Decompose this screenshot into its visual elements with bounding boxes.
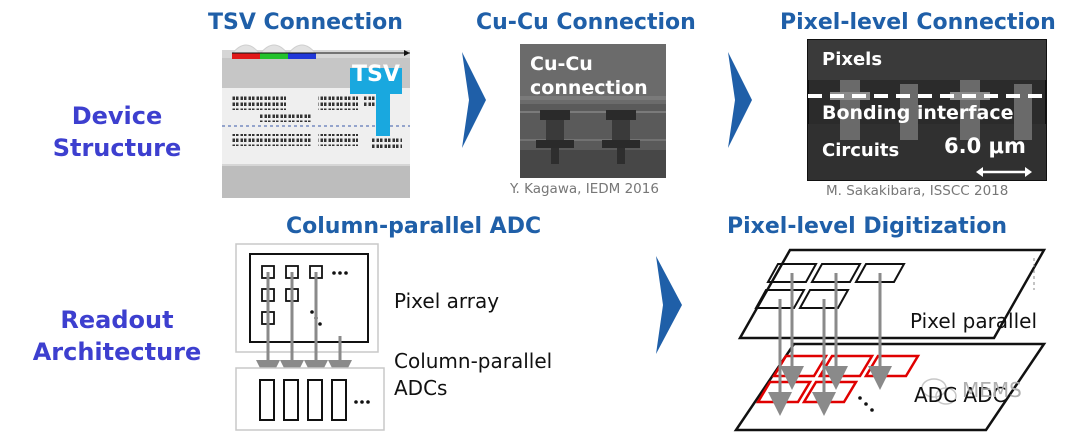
scale-bar-label: 6.0 μm <box>944 134 1026 158</box>
row-label-readout-architecture: Readout Architecture <box>32 306 202 366</box>
flow-arrow-2 <box>728 52 752 148</box>
wechat-watermark-icon <box>921 378 957 405</box>
flow-arrow-1 <box>462 52 486 148</box>
row-label-device-structure: Device Structure <box>52 102 182 162</box>
adc-adc-label: ADC ADC <box>914 383 1007 407</box>
cucu-connection-title: Cu-Cu Connection <box>476 10 696 35</box>
pixel-digitization-diagram <box>733 248 1047 432</box>
pixel-array-label: Pixel array <box>394 289 500 313</box>
cucu-photo-label: Cu-Cu connection <box>530 53 648 99</box>
bonding-interface-label: Bonding interface <box>822 102 1014 124</box>
column-parallel-adcs-label: Column-parallel ADCs <box>394 349 553 400</box>
flow-arrow-3 <box>656 256 682 354</box>
tsv-label: TSV <box>352 62 400 87</box>
pixel-parallel-label: Pixel parallel <box>910 309 1038 333</box>
pixel-level-connection-title: Pixel-level Connection <box>780 10 1056 35</box>
tsv-connection-title: TSV Connection <box>208 10 403 35</box>
column-parallel-adc-title: Column-parallel ADC <box>286 214 542 239</box>
tsv-cross-section <box>222 44 410 198</box>
pixel-level-citation: M. Sakakibara, ISSCC 2018 <box>826 183 1009 199</box>
pixels-label: Pixels <box>822 49 883 70</box>
cucu-sem-photo <box>520 44 666 178</box>
cucu-citation: Y. Kagawa, IEDM 2016 <box>510 181 659 197</box>
circuits-label: Circuits <box>822 140 900 161</box>
pixel-level-digitization-title: Pixel-level Digitization <box>727 214 1008 239</box>
column-adc-diagram <box>235 243 385 431</box>
mems-watermark: MEMS <box>962 378 1022 402</box>
pixel-level-sem-photo <box>807 39 1047 181</box>
